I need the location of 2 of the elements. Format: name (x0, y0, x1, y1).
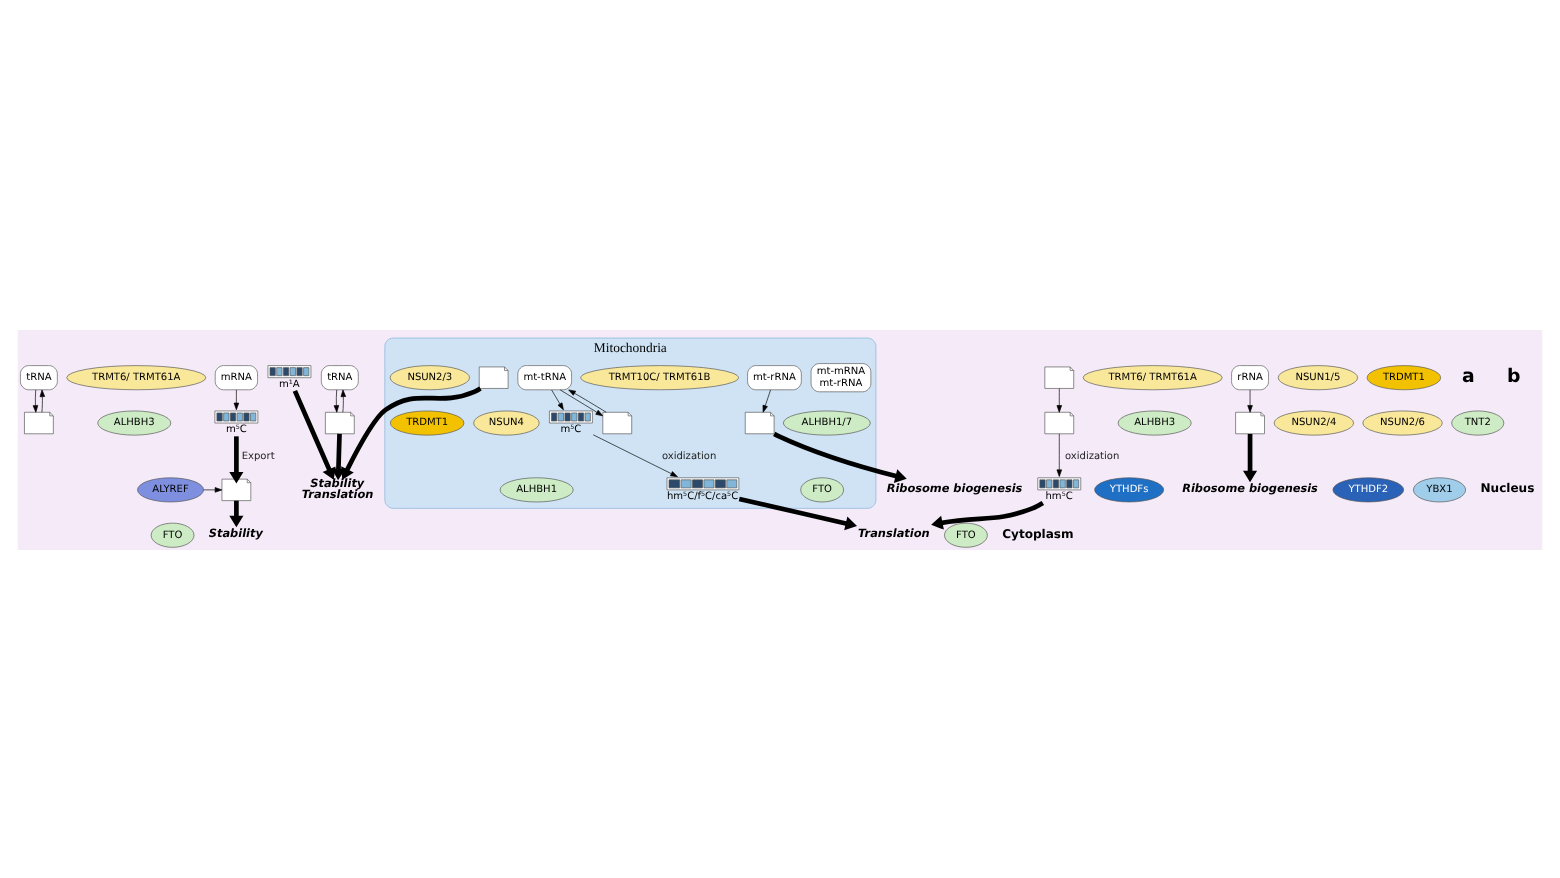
label: b (1507, 364, 1521, 387)
label: a (1462, 364, 1475, 387)
